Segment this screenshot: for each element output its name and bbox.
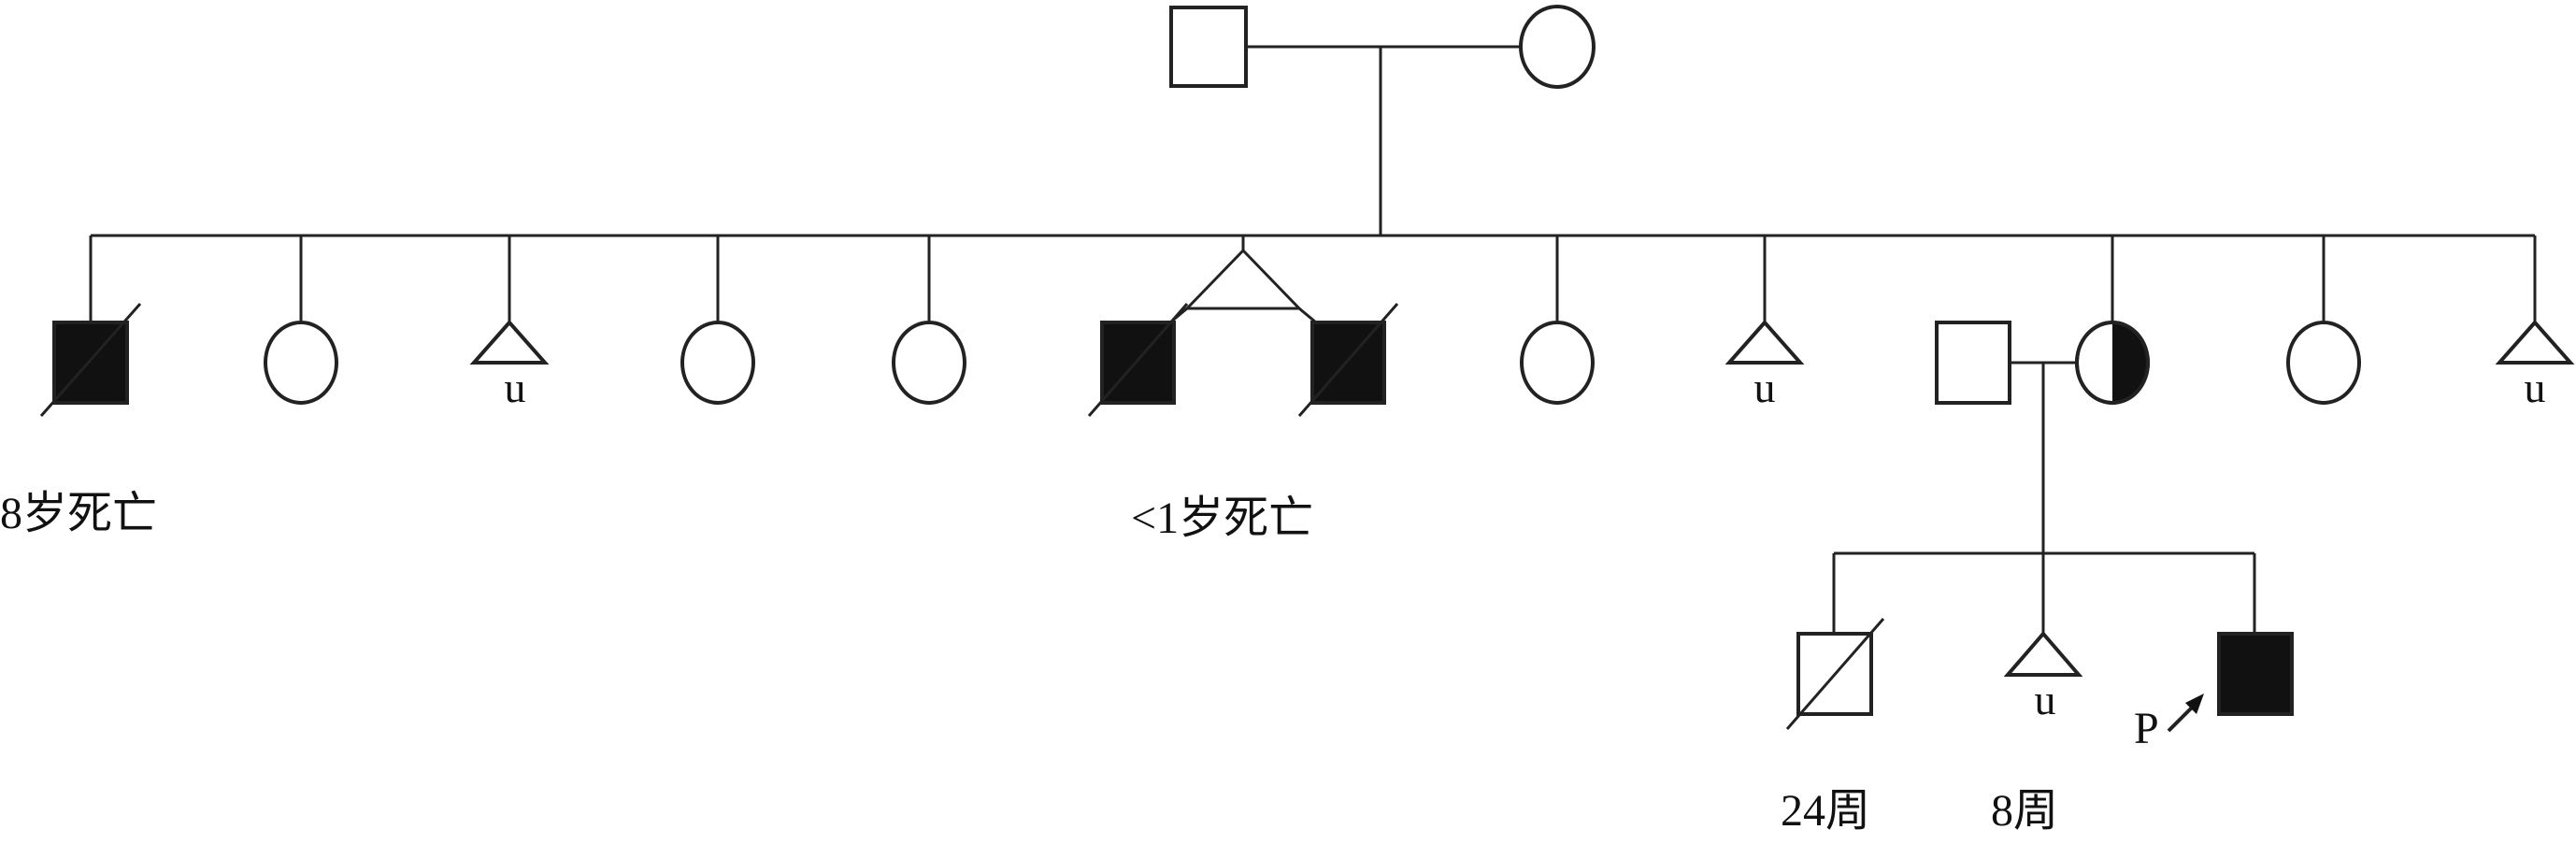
gen3-2-unknown-sex-symbol bbox=[2003, 630, 2083, 677]
gen1-mother-female-symbol bbox=[1519, 5, 1596, 89]
gen2-1-death-age-label: 8岁死亡 bbox=[0, 489, 157, 538]
gen3-1-gestation-label: 24周 bbox=[1781, 786, 1870, 836]
gen2-1-deceased-slash bbox=[39, 303, 142, 417]
gen2-3-unknown-sex-symbol bbox=[469, 319, 550, 365]
generation-3: u P bbox=[1785, 363, 2294, 753]
generation-2: u u u bbox=[39, 236, 2575, 417]
gen3-proband-label: P bbox=[2134, 704, 2159, 753]
gen2-twin-bar-triangle bbox=[1183, 248, 1303, 310]
gen2-twin-right-branch bbox=[1298, 307, 1317, 324]
gen2-11-female-symbol bbox=[2286, 321, 2361, 405]
gen2-12-u-mark: u bbox=[2525, 364, 2546, 411]
gen2-7-affected-male-twin-symbol bbox=[1310, 321, 1386, 405]
gen2-9-u-mark: u bbox=[1754, 364, 1776, 411]
gen2-5-female-symbol bbox=[892, 321, 966, 405]
gen2-2-female-symbol bbox=[264, 321, 338, 405]
gen2-8-female-symbol bbox=[1520, 321, 1595, 405]
gen2-spouse-male-symbol bbox=[1935, 321, 2011, 405]
gen3-proband-affected-male-symbol bbox=[2217, 632, 2294, 716]
gen2-twins-death-age-label: <1岁死亡 bbox=[1131, 494, 1313, 543]
gen3-2-gestation-label: 8周 bbox=[1991, 786, 2058, 836]
gen2-3-u-mark: u bbox=[505, 364, 526, 411]
gen3-proband-arrow-head bbox=[2185, 694, 2204, 714]
gen3-1-deceased-slash bbox=[1785, 618, 1885, 730]
gen3-2-u-mark: u bbox=[2035, 676, 2056, 723]
gen2-6-affected-male-twin-symbol bbox=[1100, 321, 1176, 405]
gen2-9-unknown-sex-symbol bbox=[1724, 319, 1805, 365]
gen2-7-deceased-slash bbox=[1297, 303, 1399, 417]
gen2-12-unknown-sex-symbol bbox=[2495, 319, 2575, 365]
gen2-carrier-outline bbox=[2075, 321, 2150, 405]
generation-1 bbox=[1169, 5, 1596, 236]
gen2-6-deceased-slash bbox=[1087, 303, 1189, 417]
gen2-4-female-symbol bbox=[680, 321, 755, 405]
gen1-father-male-symbol bbox=[1169, 6, 1248, 88]
gen2-carrier-half-fill bbox=[2112, 322, 2148, 403]
